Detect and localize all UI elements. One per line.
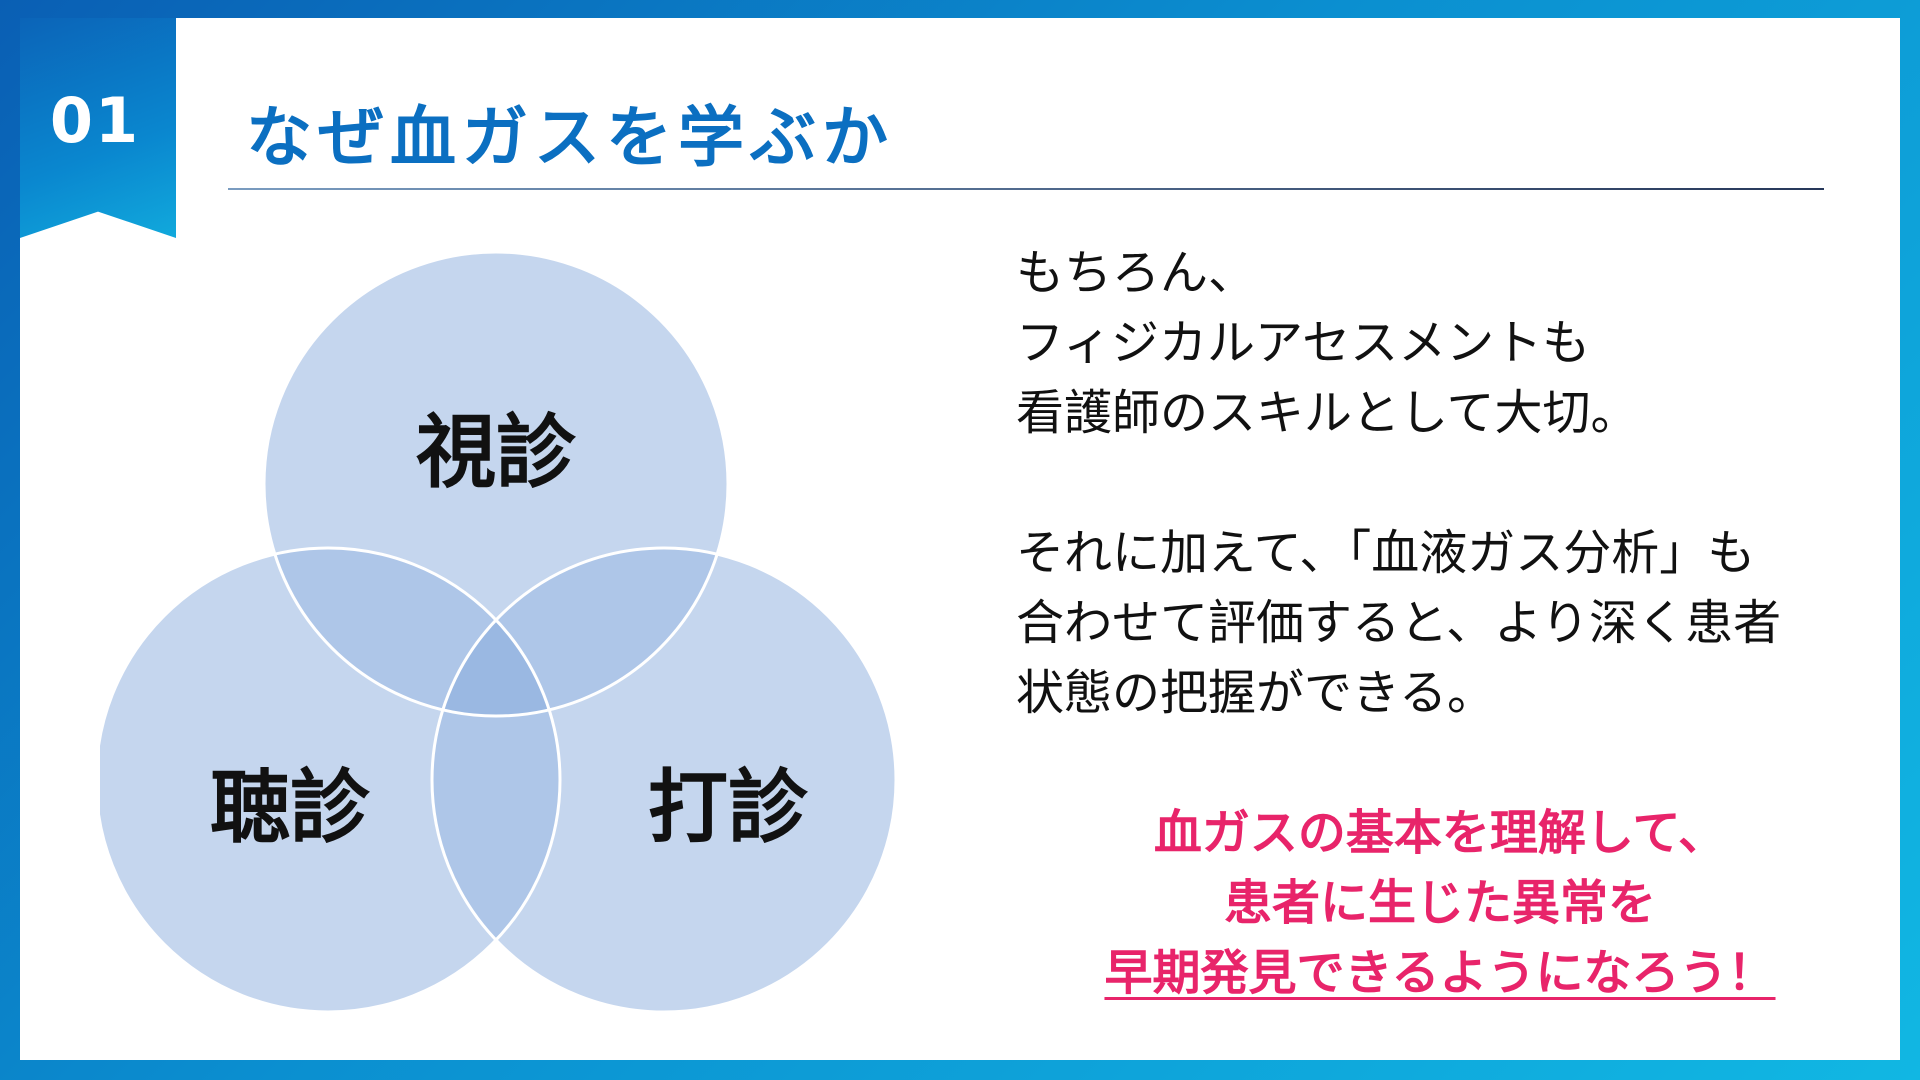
body-line: それに加えて、「血液ガス分析」も	[1016, 525, 1756, 581]
body-line: フィジカルアセスメントも	[1016, 315, 1591, 371]
venn-diagram: 視診 聴診 打診	[94, 238, 940, 1038]
body-line: 合わせて評価すると、より深く患者	[1016, 595, 1782, 651]
body-text: もちろん、 フィジカルアセスメントも 看護師のスキルとして大切。 それに加えて、…	[1016, 238, 1876, 728]
venn-overlap-top-right	[432, 548, 728, 716]
venn-overlap-top-left	[264, 548, 560, 716]
section-number-badge	[20, 18, 176, 238]
venn-label-right: 打診	[648, 761, 808, 854]
body-line: もちろん、	[1016, 245, 1257, 301]
emphasis-text: 血ガスの基本を理解して、 患者に生じた異常を 早期発見できるようになろう！	[1040, 798, 1840, 1008]
venn-svg	[94, 250, 898, 1014]
venn-label-left: 聴診	[210, 761, 370, 854]
section-number: 01	[49, 84, 141, 157]
venn-label-top: 視診	[416, 406, 576, 499]
emphasis-line: 血ガスの基本を理解して、	[1153, 805, 1727, 861]
slide: 01 なぜ血ガスを学ぶか 視診	[20, 18, 1900, 1060]
emphasis-line-underlined: 早期発見できるようになろう！	[1104, 945, 1776, 1001]
title-divider	[228, 188, 1824, 190]
slide-title: なぜ血ガスを学ぶか	[246, 99, 894, 176]
body-line: 状態の把握ができる。	[1016, 665, 1496, 721]
emphasis-line: 患者に生じた異常を	[1223, 875, 1656, 931]
body-line: 看護師のスキルとして大切。	[1016, 385, 1639, 441]
emphasis-line: 早期発見できるようになろう！	[1040, 938, 1840, 1008]
